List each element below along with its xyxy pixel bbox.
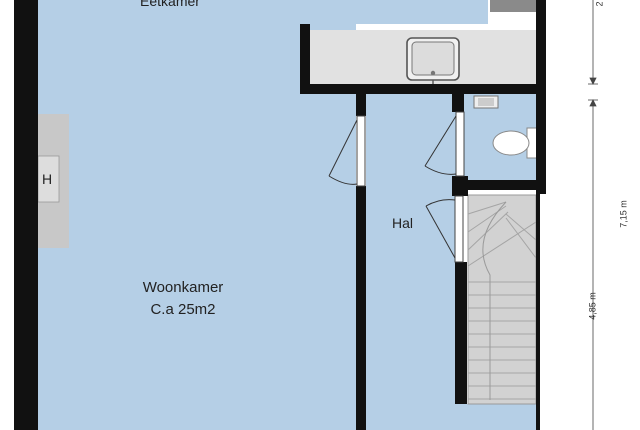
floor-eetkamer-top bbox=[300, 0, 488, 24]
walls bbox=[14, 0, 546, 430]
stair-winder-tread bbox=[505, 213, 537, 241]
heater-label: H bbox=[42, 171, 52, 187]
stair-winder-tread bbox=[467, 221, 537, 267]
dimension-lower-depth: 4,85 m bbox=[587, 292, 597, 320]
door-meterkast bbox=[425, 195, 464, 263]
toilet-icon bbox=[492, 127, 538, 159]
dimension-top: 2 bbox=[594, 1, 604, 6]
stair-winder-tread bbox=[467, 205, 507, 233]
room-label-woonkamer: Woonkamer bbox=[143, 279, 224, 296]
staircase bbox=[467, 194, 537, 405]
floor-under-stairs bbox=[456, 404, 536, 430]
door-woonkamer bbox=[328, 115, 366, 187]
room-label-eetkamer: Eetkamer bbox=[140, 0, 200, 9]
room-label-hal: Hal bbox=[392, 215, 413, 231]
dimension-total-depth: 7,15 m bbox=[618, 200, 628, 228]
door-toilet bbox=[424, 111, 465, 177]
washbasin-icon bbox=[473, 95, 499, 109]
heater-block bbox=[37, 114, 69, 248]
stair-winder-tread bbox=[467, 211, 509, 251]
room-area-woonkamer: C.a 25m2 bbox=[150, 301, 215, 318]
stair-winder-tread bbox=[505, 217, 537, 259]
sink-icon bbox=[406, 37, 460, 90]
dimension-lines bbox=[588, 0, 598, 430]
floor-hal bbox=[366, 94, 456, 430]
stair-winder-tread bbox=[467, 201, 507, 215]
counter-dark-corner bbox=[490, 0, 537, 12]
